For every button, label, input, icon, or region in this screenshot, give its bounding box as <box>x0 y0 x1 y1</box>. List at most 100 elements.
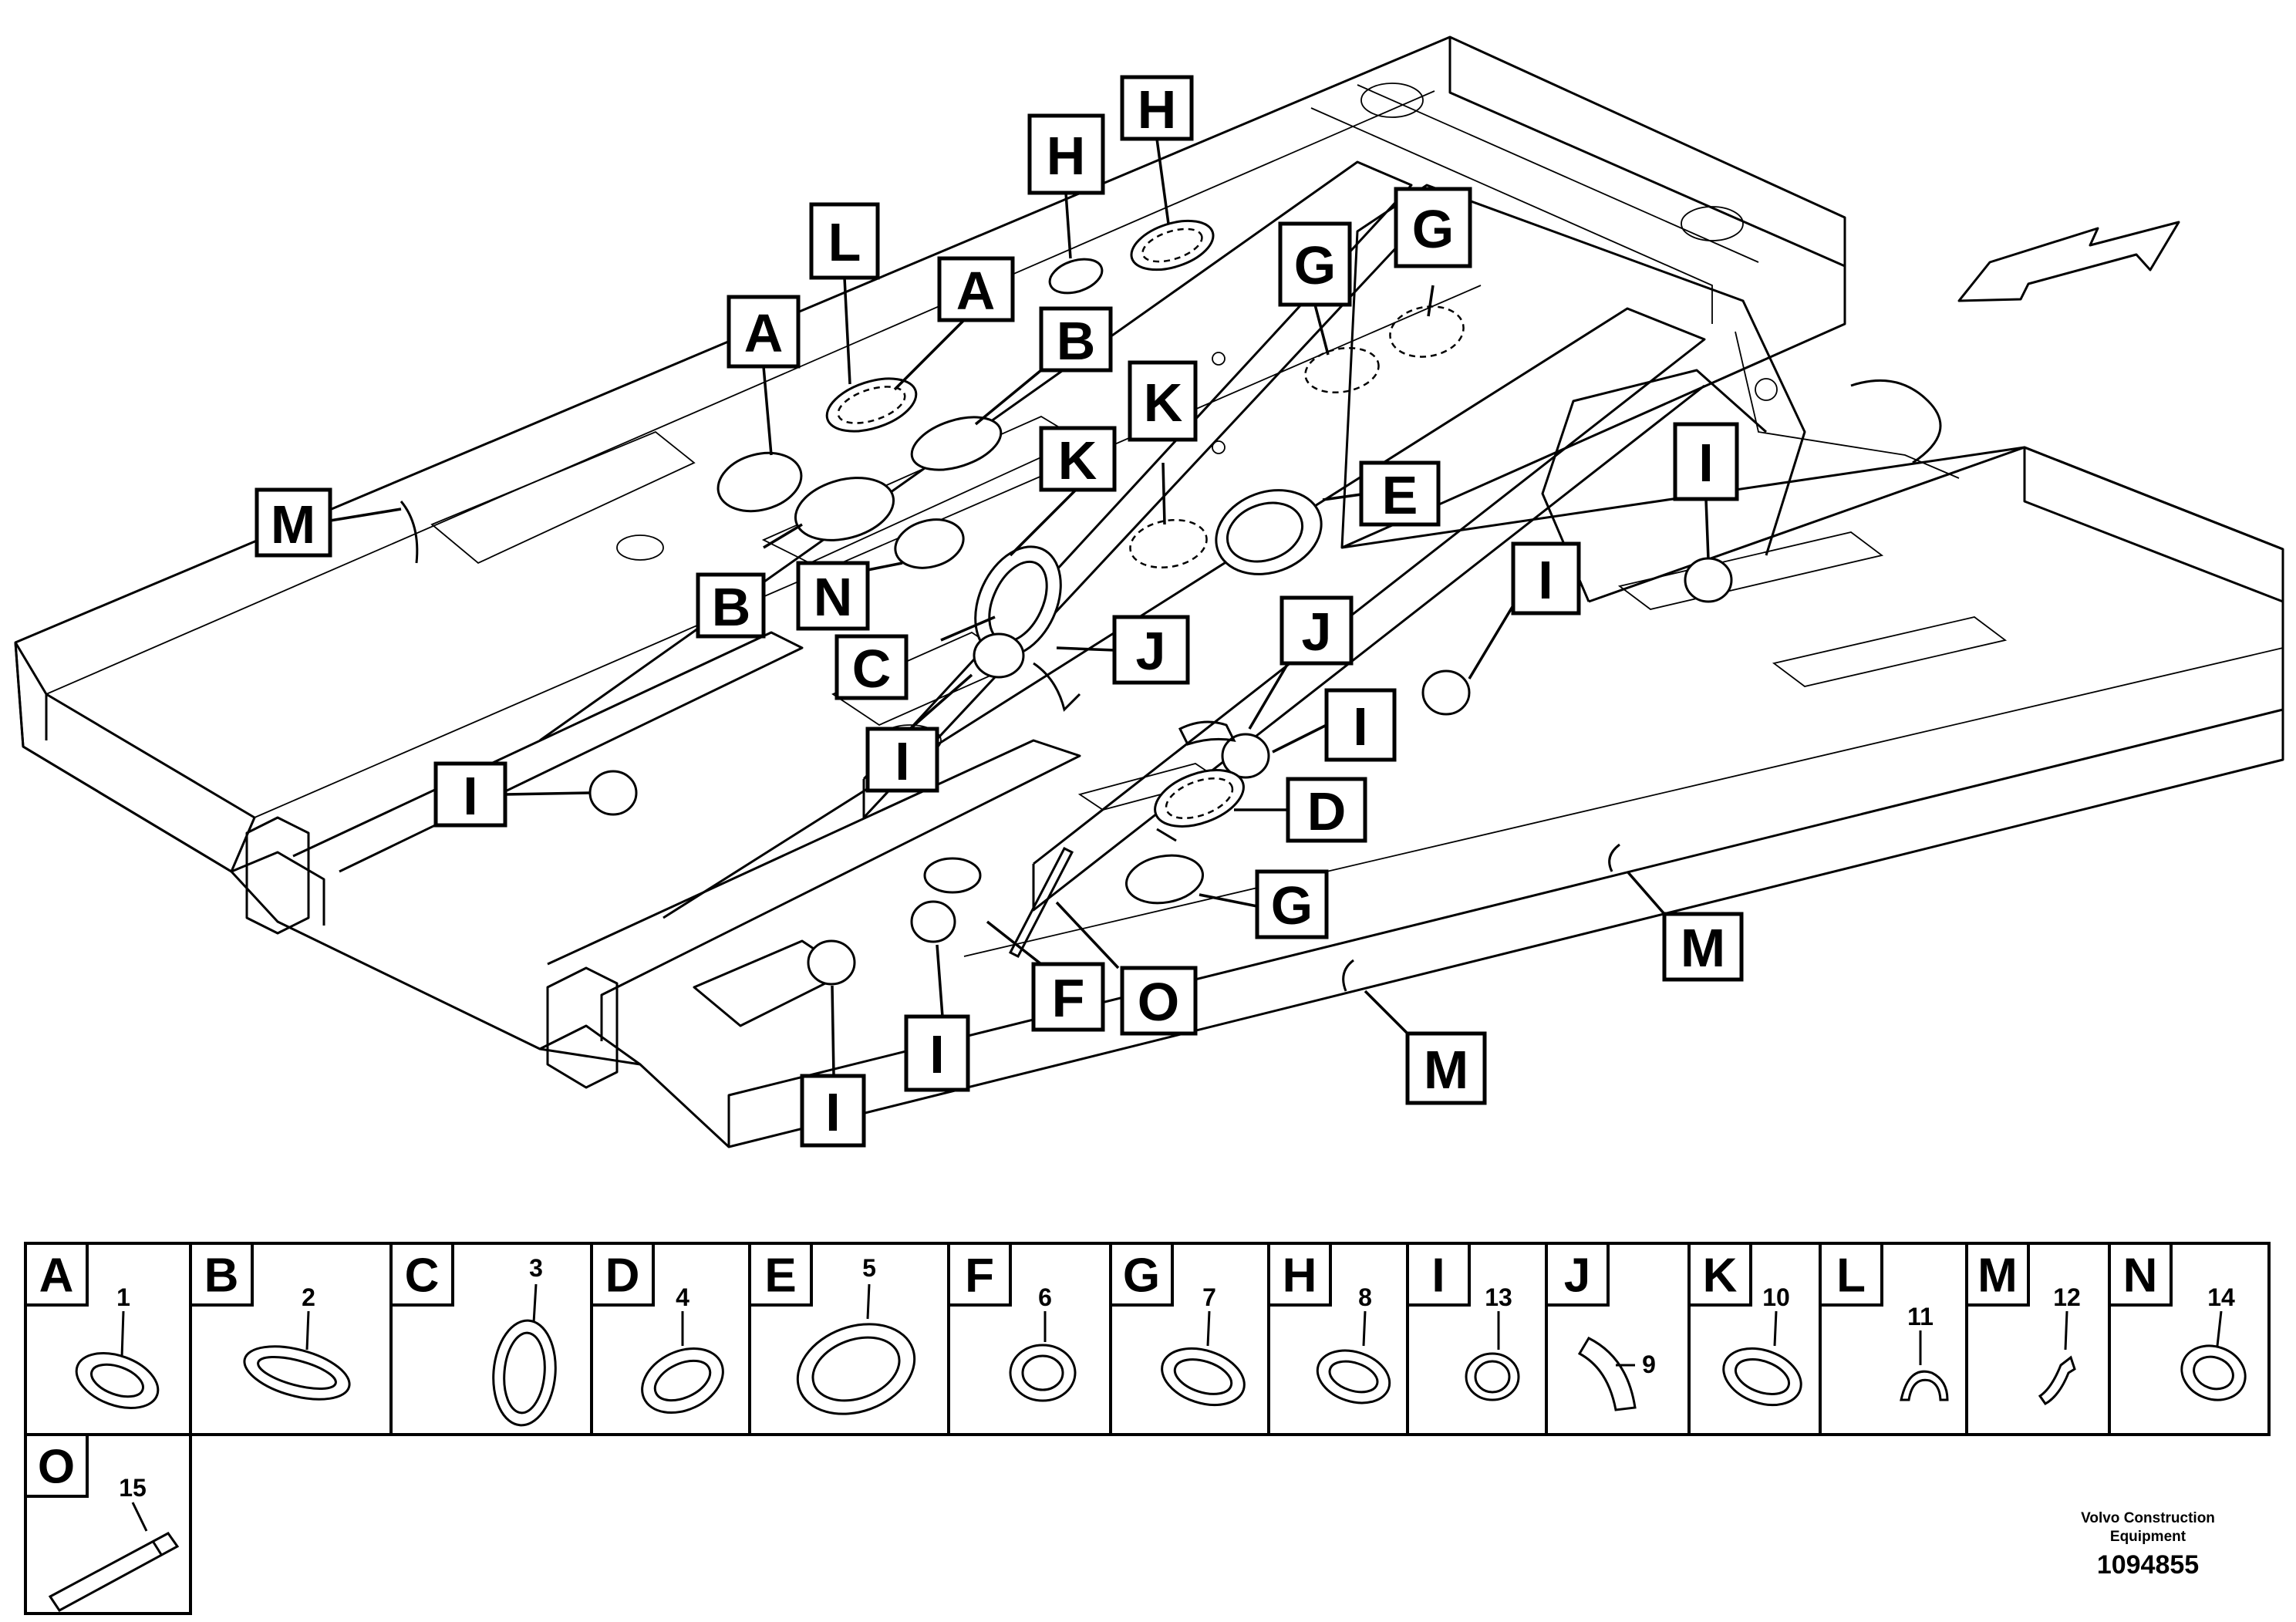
svg-text:A: A <box>744 303 784 363</box>
callout-a: A <box>727 295 801 369</box>
callout-m: M <box>1405 1031 1487 1105</box>
svg-text:14: 14 <box>2207 1283 2235 1311</box>
svg-text:A: A <box>956 261 996 321</box>
svg-text:H: H <box>1047 126 1086 186</box>
callout-i: I <box>865 727 939 793</box>
callout-n: N <box>796 561 870 631</box>
svg-text:C: C <box>852 639 892 699</box>
legend-cell-i: I 13 <box>1406 1242 1548 1436</box>
svg-text:G: G <box>1271 875 1313 936</box>
legend-cell-d: D 4 <box>590 1242 751 1436</box>
svg-text:F: F <box>965 1249 994 1303</box>
callout-h: H <box>1027 113 1105 195</box>
company-name-line1: Volvo Construction <box>2081 1510 2215 1526</box>
callout-i: I <box>1324 688 1397 762</box>
callout-j: J <box>1112 615 1190 685</box>
svg-text:H: H <box>1283 1249 1317 1303</box>
svg-text:I: I <box>1538 550 1553 610</box>
callout-k: K <box>1128 360 1198 442</box>
legend-cell-m: M 12 <box>1965 1242 2111 1436</box>
svg-text:L: L <box>1836 1249 1866 1303</box>
svg-text:E: E <box>1382 465 1418 525</box>
callout-b: B <box>1039 306 1113 373</box>
parts-legend: A 1 B 2 C 3 D 4 <box>24 1242 2271 1615</box>
svg-text:H: H <box>1138 79 1177 140</box>
svg-text:6: 6 <box>1038 1283 1052 1311</box>
callout-g: G <box>1278 221 1352 307</box>
legend-cell-k: K 10 <box>1687 1242 1822 1436</box>
svg-text:F: F <box>1052 968 1085 1028</box>
leader-lines <box>329 138 1710 1077</box>
callout-l: L <box>809 202 880 280</box>
callout-i: I <box>1511 541 1581 615</box>
svg-text:K: K <box>1058 430 1097 491</box>
svg-text:13: 13 <box>1485 1283 1512 1311</box>
legend-cell-e: E 5 <box>748 1242 950 1436</box>
callout-f: F <box>1031 962 1105 1032</box>
svg-text:E: E <box>764 1249 796 1303</box>
svg-text:K: K <box>1144 373 1183 433</box>
callout-m: M <box>1662 912 1744 982</box>
callout-a: A <box>937 256 1015 322</box>
svg-text:B: B <box>1057 311 1096 371</box>
svg-text:9: 9 <box>1642 1351 1656 1378</box>
callout-g: G <box>1255 869 1329 939</box>
svg-text:I: I <box>895 731 909 791</box>
svg-text:J: J <box>1564 1249 1590 1303</box>
svg-text:M: M <box>1977 1249 2018 1303</box>
callout-i: I <box>1673 422 1739 501</box>
svg-text:I: I <box>825 1082 840 1142</box>
callout-h: H <box>1120 75 1194 141</box>
svg-text:I: I <box>929 1024 944 1084</box>
callout-m: M <box>255 487 332 558</box>
legend-cell-n: N 14 <box>2108 1242 2271 1436</box>
company-name-line2: Equipment <box>2110 1529 2186 1545</box>
svg-text:7: 7 <box>1202 1283 1216 1311</box>
forward-direction-arrow <box>1957 221 2180 302</box>
drawing-number: 1094855 <box>2097 1550 2199 1580</box>
svg-text:M: M <box>1424 1040 1468 1100</box>
svg-text:1: 1 <box>116 1283 130 1311</box>
svg-text:J: J <box>1302 602 1332 662</box>
svg-text:O: O <box>1138 972 1179 1032</box>
svg-text:10: 10 <box>1762 1283 1790 1311</box>
svg-text:N: N <box>2123 1249 2158 1303</box>
svg-text:5: 5 <box>862 1254 876 1282</box>
callout-i: I <box>800 1074 866 1148</box>
svg-text:I: I <box>463 766 477 826</box>
svg-text:D: D <box>1307 781 1347 841</box>
legend-cell-b: B 2 <box>189 1242 393 1436</box>
svg-text:O: O <box>38 1441 75 1494</box>
callout-i: I <box>904 1014 970 1092</box>
svg-text:8: 8 <box>1358 1283 1372 1311</box>
svg-text:M: M <box>271 494 315 555</box>
callout-k: K <box>1039 426 1117 492</box>
callout-labels: H H L A A B G G K K M B N E C J I J I I … <box>255 75 1744 1148</box>
svg-text:J: J <box>1136 621 1166 681</box>
svg-text:I: I <box>1431 1249 1445 1303</box>
svg-text:B: B <box>204 1249 239 1303</box>
callout-e: E <box>1359 460 1441 527</box>
svg-text:4: 4 <box>676 1283 689 1311</box>
svg-text:D: D <box>605 1249 640 1303</box>
frame-grommets <box>400 219 1733 992</box>
svg-text:B: B <box>712 577 751 637</box>
callout-c: C <box>834 634 909 700</box>
svg-text:12: 12 <box>2053 1283 2081 1311</box>
svg-text:I: I <box>1353 696 1367 757</box>
legend-cell-a: A 1 <box>24 1242 192 1436</box>
legend-cell-c: C 3 <box>389 1242 593 1436</box>
callout-o: O <box>1120 966 1198 1036</box>
svg-text:3: 3 <box>529 1254 543 1282</box>
svg-text:G: G <box>1412 199 1454 259</box>
callout-j: J <box>1279 595 1354 666</box>
svg-text:15: 15 <box>119 1474 147 1502</box>
svg-text:L: L <box>828 212 861 272</box>
svg-text:G: G <box>1123 1249 1160 1303</box>
legend-cell-j: J 9 <box>1545 1242 1691 1436</box>
callout-g: G <box>1394 187 1472 268</box>
legend-cell-g: G 7 <box>1109 1242 1270 1436</box>
callout-b: B <box>696 572 766 639</box>
svg-text:2: 2 <box>302 1283 315 1311</box>
